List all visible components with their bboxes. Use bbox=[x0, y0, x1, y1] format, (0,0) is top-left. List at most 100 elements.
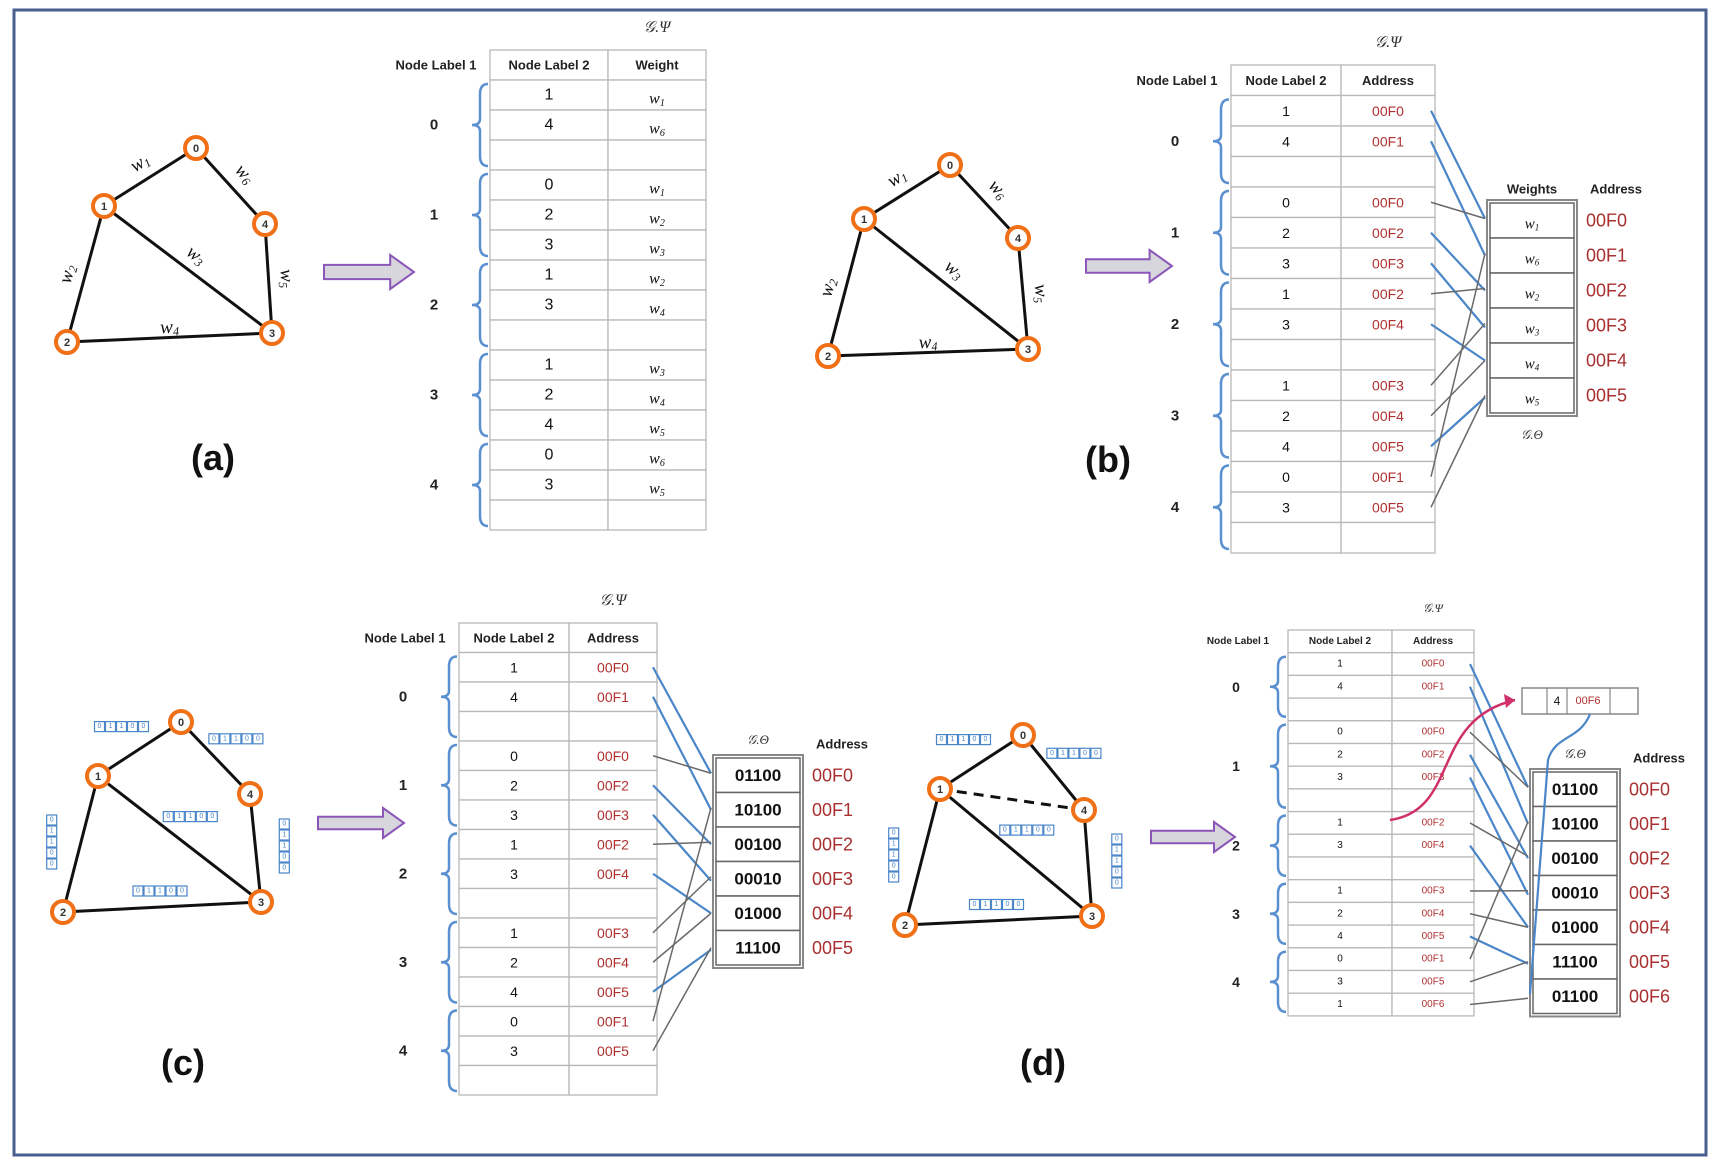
group-brace bbox=[1212, 464, 1230, 551]
node-label-2-value: 4 bbox=[545, 417, 554, 434]
table-cell bbox=[568, 740, 658, 772]
edge-bit-cell bbox=[968, 733, 981, 746]
link-line bbox=[1430, 201, 1486, 220]
address-value: 00F3 bbox=[1372, 377, 1404, 393]
table-cell bbox=[568, 1064, 658, 1096]
transform-arrow-a bbox=[323, 253, 416, 291]
edge-bit: 0 bbox=[245, 735, 249, 742]
node-label-2-value: 3 bbox=[1337, 976, 1343, 987]
edge-weight-label: w1 bbox=[884, 164, 911, 192]
edge-bit-cell bbox=[1043, 824, 1055, 836]
group-brace bbox=[1269, 950, 1287, 1014]
header-cell bbox=[568, 622, 658, 654]
address-value: 00F2 bbox=[1372, 286, 1404, 302]
graph-edge bbox=[248, 793, 263, 903]
table-cell bbox=[607, 139, 707, 171]
edge-bit-cell bbox=[143, 885, 155, 897]
edge-bit: 0 bbox=[892, 863, 896, 870]
weights-title: 𝒢.Θ bbox=[747, 732, 770, 747]
node-label-2-value: 0 bbox=[1337, 727, 1343, 738]
graph-node bbox=[259, 320, 285, 346]
graph-node bbox=[237, 781, 263, 807]
link-line bbox=[1469, 663, 1529, 788]
address-value: 00F3 bbox=[1372, 255, 1404, 271]
node-label: 4 bbox=[1081, 805, 1088, 817]
node-label-2-value: 1 bbox=[545, 87, 554, 104]
table-cell bbox=[1340, 247, 1436, 280]
node-label: 3 bbox=[258, 897, 264, 909]
transform-arrow-d bbox=[1150, 820, 1237, 854]
edge-bit-cell bbox=[1111, 877, 1123, 889]
header-node-label-1: Node Label 1 bbox=[1207, 636, 1270, 647]
weights-cell bbox=[1532, 840, 1618, 877]
link-line bbox=[1430, 323, 1486, 362]
graph-node bbox=[815, 343, 841, 369]
edge-bit-cell bbox=[979, 898, 992, 911]
link-line bbox=[652, 912, 712, 963]
address-value: 00F1 bbox=[597, 689, 629, 705]
edge-bit: 0 bbox=[1115, 836, 1119, 843]
address-value: 00F3 bbox=[1422, 772, 1445, 783]
table-cell bbox=[489, 409, 609, 441]
table-cell bbox=[607, 199, 707, 231]
new-entry-node: 4 bbox=[1554, 694, 1561, 708]
link-line bbox=[652, 876, 712, 934]
link-line bbox=[1469, 821, 1529, 960]
header-cell bbox=[607, 49, 707, 81]
weights-bits: 00010 bbox=[1551, 883, 1598, 902]
address-value: 00F5 bbox=[1422, 931, 1445, 942]
table-cell bbox=[458, 887, 570, 919]
edge-bit-cell bbox=[1068, 747, 1080, 759]
edge-bit-cell bbox=[241, 733, 253, 745]
address-value: 00F5 bbox=[597, 1043, 629, 1059]
edge-weight-label: w4 bbox=[918, 332, 937, 354]
group-brace bbox=[1269, 882, 1287, 946]
edge-bit: 0 bbox=[892, 874, 896, 881]
node-label-2-value: 3 bbox=[1282, 499, 1290, 515]
node-label: 4 bbox=[1015, 233, 1022, 245]
edge-bit-cell bbox=[1111, 855, 1123, 867]
table-cell bbox=[489, 229, 609, 261]
address-value: 00F1 bbox=[1422, 681, 1445, 692]
table-cell bbox=[1340, 399, 1436, 432]
header-node-label-2: Node Label 2 bbox=[474, 630, 555, 645]
panel-label-d: (d) bbox=[1020, 1042, 1066, 1083]
table-cell bbox=[568, 858, 658, 890]
table-cell bbox=[607, 499, 707, 531]
node-label: 2 bbox=[825, 351, 831, 363]
weights-cell bbox=[1489, 342, 1575, 379]
graph-edge bbox=[903, 788, 942, 926]
edge-bit: 0 bbox=[1036, 827, 1040, 834]
table-cell bbox=[568, 976, 658, 1008]
node-label: 3 bbox=[1089, 911, 1095, 923]
address-value: 00F1 bbox=[1372, 469, 1404, 485]
address-value: 00F5 bbox=[1372, 499, 1404, 515]
weights-address: 00F6 bbox=[1629, 986, 1670, 1006]
node-label: 4 bbox=[247, 789, 254, 801]
edge-bit-cell bbox=[195, 810, 207, 823]
graph-node bbox=[1015, 336, 1041, 362]
edge-bit: 0 bbox=[892, 830, 896, 837]
node-label: 3 bbox=[1025, 344, 1031, 356]
weights-cell bbox=[1532, 909, 1618, 946]
header-node-label-2: Node Label 2 bbox=[509, 58, 590, 73]
weights-address: 00F0 bbox=[1586, 211, 1627, 231]
edge-bit-cell bbox=[888, 849, 900, 861]
edge-bit: 1 bbox=[1072, 750, 1076, 757]
edge-bit-cell bbox=[1032, 824, 1044, 836]
table-cell bbox=[568, 651, 658, 683]
edge-weight-label: w6 bbox=[984, 176, 1012, 204]
edge-bit: 0 bbox=[1047, 827, 1051, 834]
link-line bbox=[1430, 110, 1486, 219]
edge-bit: 1 bbox=[109, 723, 113, 730]
weights-bits: 01100 bbox=[1552, 987, 1598, 1006]
edge-bit: 0 bbox=[50, 817, 54, 824]
table-cell bbox=[607, 229, 707, 261]
group-node-label: 1 bbox=[1232, 758, 1240, 774]
edge-bit-cell bbox=[999, 824, 1011, 836]
table-cell bbox=[458, 710, 570, 742]
group-node-label: 4 bbox=[1232, 974, 1240, 990]
graph-edge bbox=[904, 914, 1093, 927]
node-label-2-value: 1 bbox=[1337, 817, 1343, 828]
edge-bit-cell bbox=[208, 733, 220, 745]
